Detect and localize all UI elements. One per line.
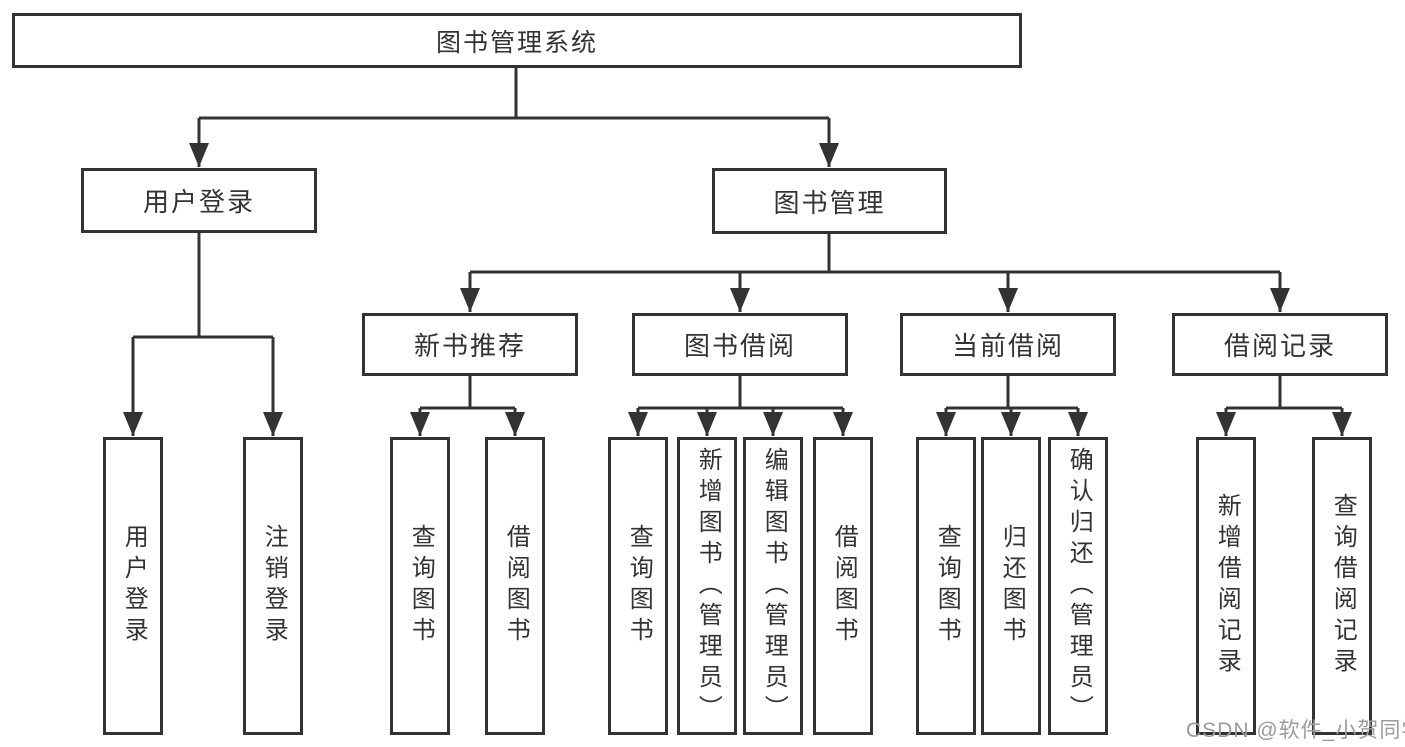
leaf-logout: 注销登录 [243, 437, 303, 735]
leaf-confirm-return-admin: 确认归还（管理员） [1048, 437, 1108, 735]
node-label: 用户登录 [142, 187, 255, 217]
node-label: 查询借阅记录 [1329, 493, 1357, 679]
leaf-add-borrow-record: 新增借阅记录 [1196, 437, 1256, 735]
node-label: 新增图书（管理员） [694, 446, 722, 726]
leaf-edit-books-admin: 编辑图书（管理员） [743, 437, 803, 735]
leaf-borrow-books-recommend: 借阅图书 [485, 437, 545, 735]
node-label: 确认归还（管理员） [1065, 446, 1093, 726]
leaf-query-books-current: 查询图书 [916, 437, 976, 735]
node-label: 注销登录 [260, 524, 288, 648]
leaf-user-login: 用户登录 [103, 437, 163, 735]
connector-current-borrow-children [936, 376, 1088, 436]
node-library-management-system: 图书管理系统 [12, 13, 1022, 68]
connector-new-book-children [410, 376, 525, 436]
leaf-return-books: 归还图书 [981, 437, 1041, 735]
connector-book-borrow-children [628, 376, 853, 436]
node-current-borrow: 当前借阅 [900, 313, 1116, 376]
leaf-query-books-recommend: 查询图书 [390, 437, 450, 735]
node-label: 新增借阅记录 [1213, 493, 1241, 679]
connector-user-login-children [123, 232, 283, 436]
connector-root-to-level2 [189, 68, 839, 167]
node-borrow-record: 借阅记录 [1172, 313, 1388, 376]
node-label: 查询图书 [625, 524, 653, 648]
leaf-borrow-books: 借阅图书 [813, 437, 873, 735]
node-user-login: 用户登录 [81, 168, 317, 233]
node-label: 当前借阅 [951, 331, 1064, 361]
node-label: 查询图书 [933, 524, 961, 648]
node-label: 归还图书 [998, 524, 1026, 648]
connector-book-management-children [460, 233, 1290, 312]
node-label: 图书管理系统 [435, 28, 598, 57]
node-label: 查询图书 [407, 524, 435, 648]
node-label: 用户登录 [120, 524, 148, 648]
node-label: 借阅图书 [502, 524, 530, 648]
leaf-query-borrow-record: 查询借阅记录 [1312, 437, 1372, 735]
csdn-watermark: CSDN @软件_小贺同学 [1186, 719, 1405, 742]
leaf-query-books-borrow: 查询图书 [608, 437, 668, 735]
node-label: 编辑图书（管理员） [760, 446, 788, 726]
node-book-borrow: 图书借阅 [632, 313, 848, 376]
connector-borrow-record-children [1216, 376, 1352, 436]
node-book-management: 图书管理 [712, 168, 947, 234]
node-label: 图书管理 [773, 187, 886, 218]
node-label: 图书借阅 [683, 331, 796, 361]
node-label: 借阅图书 [830, 524, 858, 648]
node-label: 新书推荐 [413, 331, 526, 361]
node-new-book-recommend: 新书推荐 [362, 313, 578, 376]
leaf-add-books-admin: 新增图书（管理员） [677, 437, 737, 735]
node-label: 借阅记录 [1223, 331, 1336, 361]
